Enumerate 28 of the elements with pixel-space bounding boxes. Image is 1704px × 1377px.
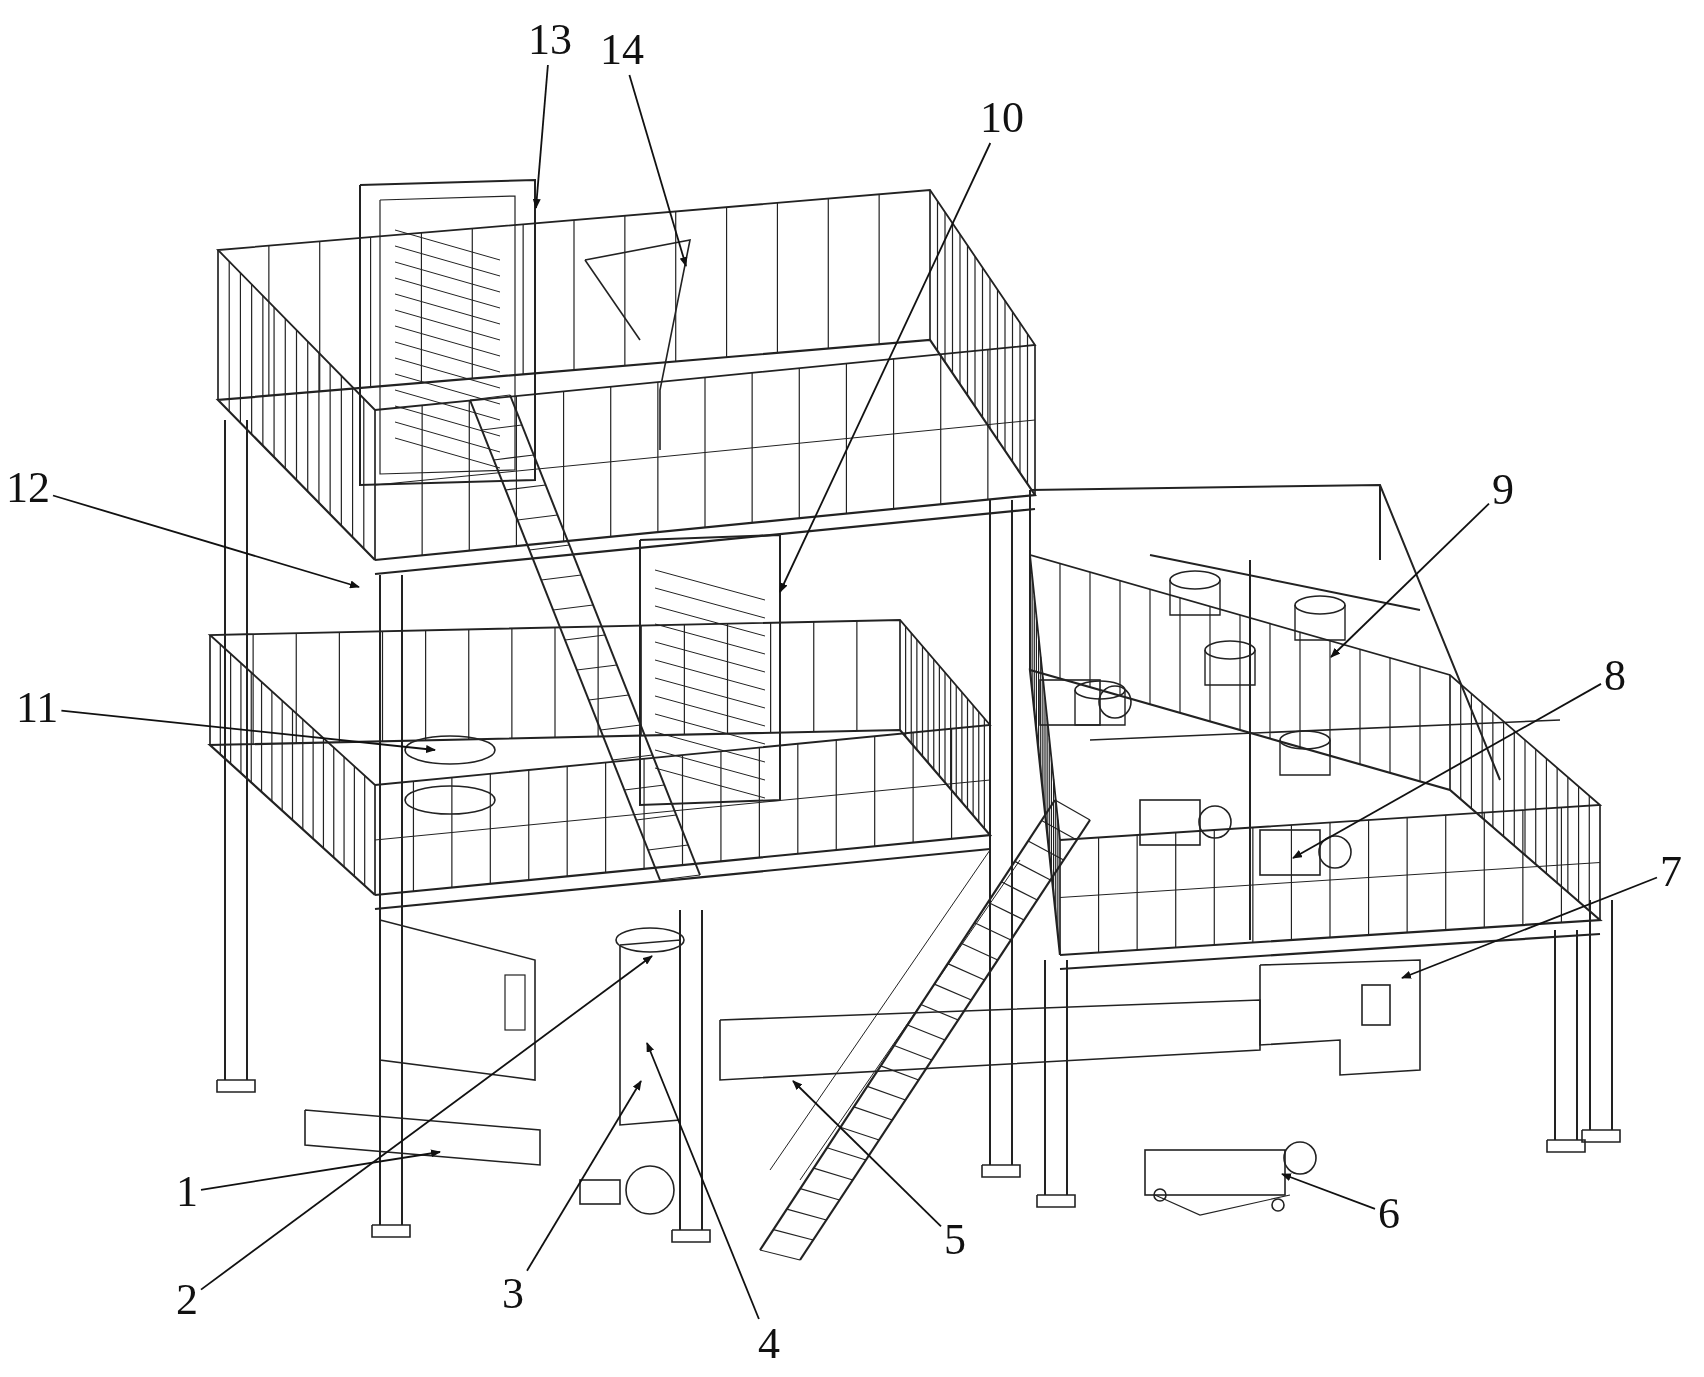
callout-number: 10 bbox=[980, 96, 1024, 140]
leader-line bbox=[792, 1080, 942, 1228]
leader-line bbox=[646, 1042, 760, 1320]
leader-line bbox=[1330, 502, 1490, 658]
leader-line bbox=[1401, 876, 1658, 979]
leader-line bbox=[1292, 683, 1602, 859]
callout-number: 9 bbox=[1492, 468, 1514, 512]
leader-line bbox=[60, 709, 436, 754]
leader-line bbox=[200, 955, 653, 1291]
callout-number: 3 bbox=[502, 1272, 524, 1316]
callout-number: 8 bbox=[1604, 654, 1626, 698]
callout-number: 6 bbox=[1378, 1192, 1400, 1236]
callout-number: 2 bbox=[176, 1278, 198, 1322]
leader-line bbox=[1281, 1173, 1376, 1210]
leader-line bbox=[526, 1080, 642, 1272]
callout-number: 1 bbox=[176, 1170, 198, 1214]
callout-number: 5 bbox=[944, 1218, 966, 1262]
callout-number: 12 bbox=[6, 466, 50, 510]
callout-number: 4 bbox=[758, 1322, 780, 1366]
callout-number: 13 bbox=[528, 18, 572, 62]
callout-number: 14 bbox=[600, 28, 644, 72]
leader-line bbox=[200, 1149, 441, 1191]
leader-line bbox=[628, 74, 688, 267]
leader-line bbox=[52, 494, 360, 589]
leader-line bbox=[532, 64, 549, 209]
leader-line bbox=[779, 142, 992, 593]
callout-number: 11 bbox=[16, 686, 59, 730]
callout-number: 7 bbox=[1660, 850, 1682, 894]
